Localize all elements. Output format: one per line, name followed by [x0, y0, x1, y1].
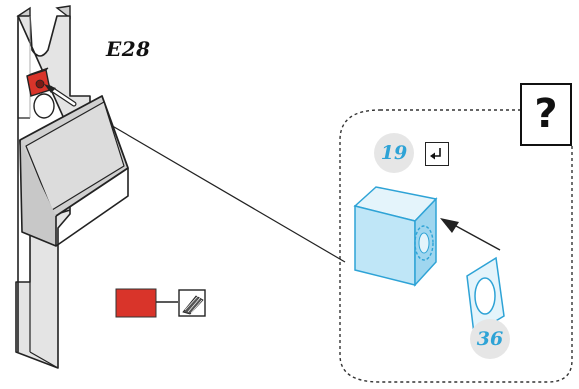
- return-arrow-icon: [425, 142, 449, 166]
- large-module-box: [19, 95, 129, 247]
- insertion-arrow: [440, 218, 501, 251]
- hatched-tape-icon: [178, 289, 206, 317]
- red-swatch: [115, 288, 157, 318]
- question-mark-box: ?: [520, 83, 572, 146]
- blue-cube-part: [353, 186, 438, 287]
- step-number-36: 36: [470, 319, 510, 359]
- dashed-callout-border: [339, 109, 573, 383]
- pointer-arrow: [44, 84, 77, 107]
- part-label: E28: [106, 37, 151, 61]
- highlighted-red-part: [26, 67, 51, 97]
- blue-ring-part: [466, 256, 505, 336]
- step-number-19: 19: [374, 133, 414, 173]
